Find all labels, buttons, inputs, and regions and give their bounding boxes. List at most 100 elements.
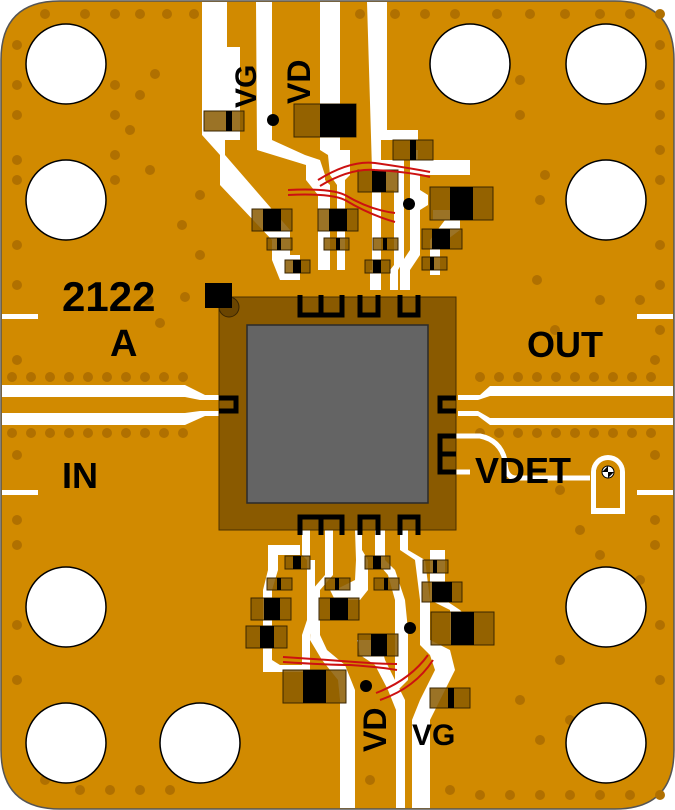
via — [178, 372, 188, 382]
top-drain-label: VD — [281, 60, 317, 104]
via — [535, 195, 545, 205]
via — [646, 372, 656, 382]
via — [589, 428, 599, 438]
via — [525, 9, 535, 19]
via — [12, 40, 22, 50]
via — [650, 540, 660, 550]
via — [12, 280, 22, 290]
via — [195, 190, 205, 200]
via — [121, 428, 131, 438]
via — [145, 165, 155, 175]
capacitor — [282, 669, 347, 704]
via — [110, 9, 120, 19]
via — [655, 145, 665, 155]
mounting-hole-left-upper — [25, 566, 107, 648]
via — [475, 790, 485, 800]
resistor — [284, 555, 311, 570]
via — [189, 9, 199, 19]
capacitor — [392, 139, 434, 161]
via — [150, 69, 160, 79]
input-port-label: IN — [62, 455, 98, 496]
via — [595, 295, 605, 305]
via — [83, 428, 93, 438]
resistor — [323, 237, 350, 251]
via — [12, 675, 22, 685]
mounting-hole-top-left-2 — [25, 159, 107, 241]
via — [12, 515, 22, 525]
via — [135, 90, 145, 100]
via — [532, 428, 542, 438]
via — [159, 372, 169, 382]
via — [655, 9, 665, 19]
via — [589, 372, 599, 382]
capacitor — [357, 169, 399, 193]
via — [80, 9, 90, 19]
via — [650, 355, 660, 365]
via — [595, 550, 605, 560]
rf-input-line — [2, 314, 220, 495]
top-gate-label: VG — [230, 65, 263, 108]
bottom-drain-label: VD — [357, 708, 393, 752]
mounting-hole-top-left-1 — [25, 23, 107, 105]
via — [445, 785, 455, 795]
via — [475, 372, 485, 382]
top-bias-components — [203, 103, 494, 274]
via — [450, 9, 460, 19]
via — [540, 170, 550, 180]
via — [140, 372, 150, 382]
via — [12, 80, 22, 90]
capacitor — [421, 581, 463, 603]
via — [515, 75, 525, 85]
via — [12, 540, 22, 550]
rf-output-line — [458, 314, 673, 495]
capacitor — [318, 597, 360, 621]
capacitor — [251, 208, 293, 232]
vdet-label: VDET — [475, 450, 571, 491]
via — [655, 175, 665, 185]
via — [608, 372, 618, 382]
via — [110, 175, 120, 185]
resistor — [421, 256, 448, 271]
bottom-bias-components — [245, 555, 495, 709]
via — [355, 9, 365, 19]
via — [12, 175, 22, 185]
via — [40, 9, 50, 19]
via — [110, 150, 120, 160]
via — [110, 80, 120, 90]
via — [155, 318, 165, 328]
via — [550, 325, 560, 335]
bottom-gate-label: VG — [412, 719, 455, 752]
via — [143, 295, 153, 305]
orientation-dots — [267, 114, 416, 692]
via — [655, 620, 665, 630]
capacitor — [430, 611, 495, 646]
resistor — [422, 559, 449, 574]
capacitor — [357, 633, 399, 657]
via — [45, 372, 55, 382]
vdet-test-point — [601, 465, 615, 479]
via — [26, 428, 36, 438]
via — [555, 655, 565, 665]
resistor — [324, 577, 351, 591]
via — [655, 280, 665, 290]
amplifier-package — [205, 283, 457, 531]
capacitor — [245, 625, 288, 649]
via — [650, 450, 660, 460]
via — [655, 675, 665, 685]
via — [625, 9, 635, 19]
via — [159, 428, 169, 438]
via — [125, 125, 135, 135]
output-port-label: OUT — [527, 324, 603, 365]
resistor — [266, 237, 293, 251]
via — [12, 620, 22, 630]
via — [180, 292, 190, 302]
via — [105, 785, 115, 795]
capacitor — [250, 597, 292, 621]
via — [655, 110, 665, 120]
via — [513, 428, 523, 438]
via — [178, 428, 188, 438]
via — [162, 9, 172, 19]
mounting-hole-left-lower — [25, 702, 107, 784]
via — [75, 785, 85, 795]
